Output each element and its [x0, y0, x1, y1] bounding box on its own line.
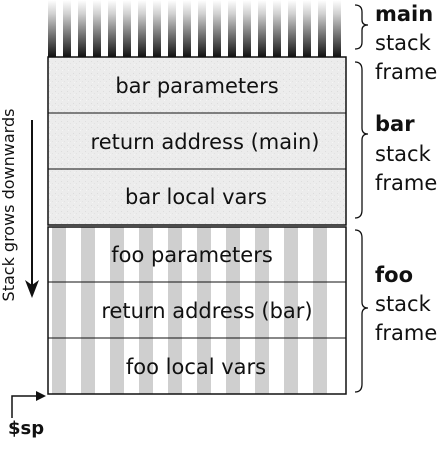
- growth-arrow-head-icon: [25, 280, 39, 298]
- foo-frame-stripes: [52, 227, 327, 394]
- foo-frame-stripe: [110, 227, 124, 394]
- stack-pointer-arrow-head-icon: [36, 391, 46, 401]
- stack-pointer-label: $sp: [8, 418, 44, 439]
- foo-frame-box: [47, 226, 347, 395]
- bar-frame-label-line2: frame: [375, 171, 437, 195]
- main-frame-stripe: [93, 0, 101, 57]
- main-frame-stripe: [78, 0, 86, 57]
- bar-local-vars-cell: bar local vars: [125, 185, 267, 209]
- main-frame-brace: [354, 4, 369, 50]
- main-frame-name: main: [375, 2, 433, 26]
- foo-frame-label-line1: stack: [375, 292, 432, 316]
- main-frame-stripe: [63, 0, 71, 57]
- main-frame-stripe: [273, 0, 281, 57]
- foo-frame-stripe: [313, 227, 327, 394]
- bar-frame-brace: [354, 61, 369, 219]
- foo-frame-stripe: [226, 227, 240, 394]
- foo-return-address-cell: return address (bar): [101, 299, 312, 323]
- main-frame-stripe: [213, 0, 221, 57]
- bar-return-address-cell: return address (main): [91, 130, 320, 154]
- foo-frame-stripe: [168, 227, 182, 394]
- main-frame-stripe: [288, 0, 296, 57]
- main-frame-stripe: [243, 0, 251, 57]
- main-frame-stripe: [228, 0, 236, 57]
- main-frame-stripe: [123, 0, 131, 57]
- main-frame-stripe: [153, 0, 161, 57]
- foo-frame-label-line2: frame: [375, 321, 437, 345]
- bar-frame-box: [47, 56, 347, 226]
- main-frame-stripes: [48, 0, 341, 57]
- main-frame-block: [48, 0, 341, 57]
- bar-parameters-cell: bar parameters: [115, 74, 278, 98]
- main-frame-stripe: [303, 0, 311, 57]
- main-frame-stripe: [318, 0, 326, 57]
- main-frame-label-line1: stack: [375, 31, 432, 55]
- main-frame-stripe: [108, 0, 116, 57]
- stack-pointer-arrow: [11, 395, 40, 418]
- main-frame-stripe: [198, 0, 206, 57]
- foo-frame-block: foo parameters return address (bar) foo …: [47, 226, 347, 395]
- foo-frame-stripe: [81, 227, 95, 394]
- bar-frame-name: bar: [375, 112, 415, 136]
- foo-frame-stripe: [52, 227, 66, 394]
- foo-frame-brace: [354, 229, 369, 393]
- main-frame-stripe: [168, 0, 176, 57]
- main-frame-stripe: [48, 0, 56, 57]
- stack-grows-downwards-label: Stack grows downwards: [0, 109, 18, 302]
- foo-frame-stripe: [284, 227, 298, 394]
- main-frame-stripe: [333, 0, 341, 57]
- main-frame-label-line2: frame: [375, 60, 437, 84]
- bar-frame-block: bar parameters return address (main) bar…: [47, 56, 347, 226]
- foo-local-vars-cell: foo local vars: [126, 355, 266, 379]
- main-frame-stripe: [138, 0, 146, 57]
- foo-frame-stripe: [255, 227, 269, 394]
- bar-frame-label-line1: stack: [375, 142, 432, 166]
- foo-frame-name: foo: [375, 263, 413, 287]
- main-frame-stripe: [258, 0, 266, 57]
- foo-parameters-cell: foo parameters: [111, 243, 273, 267]
- foo-frame-stripe: [139, 227, 153, 394]
- foo-frame-stripe: [197, 227, 211, 394]
- main-frame-stripe: [183, 0, 191, 57]
